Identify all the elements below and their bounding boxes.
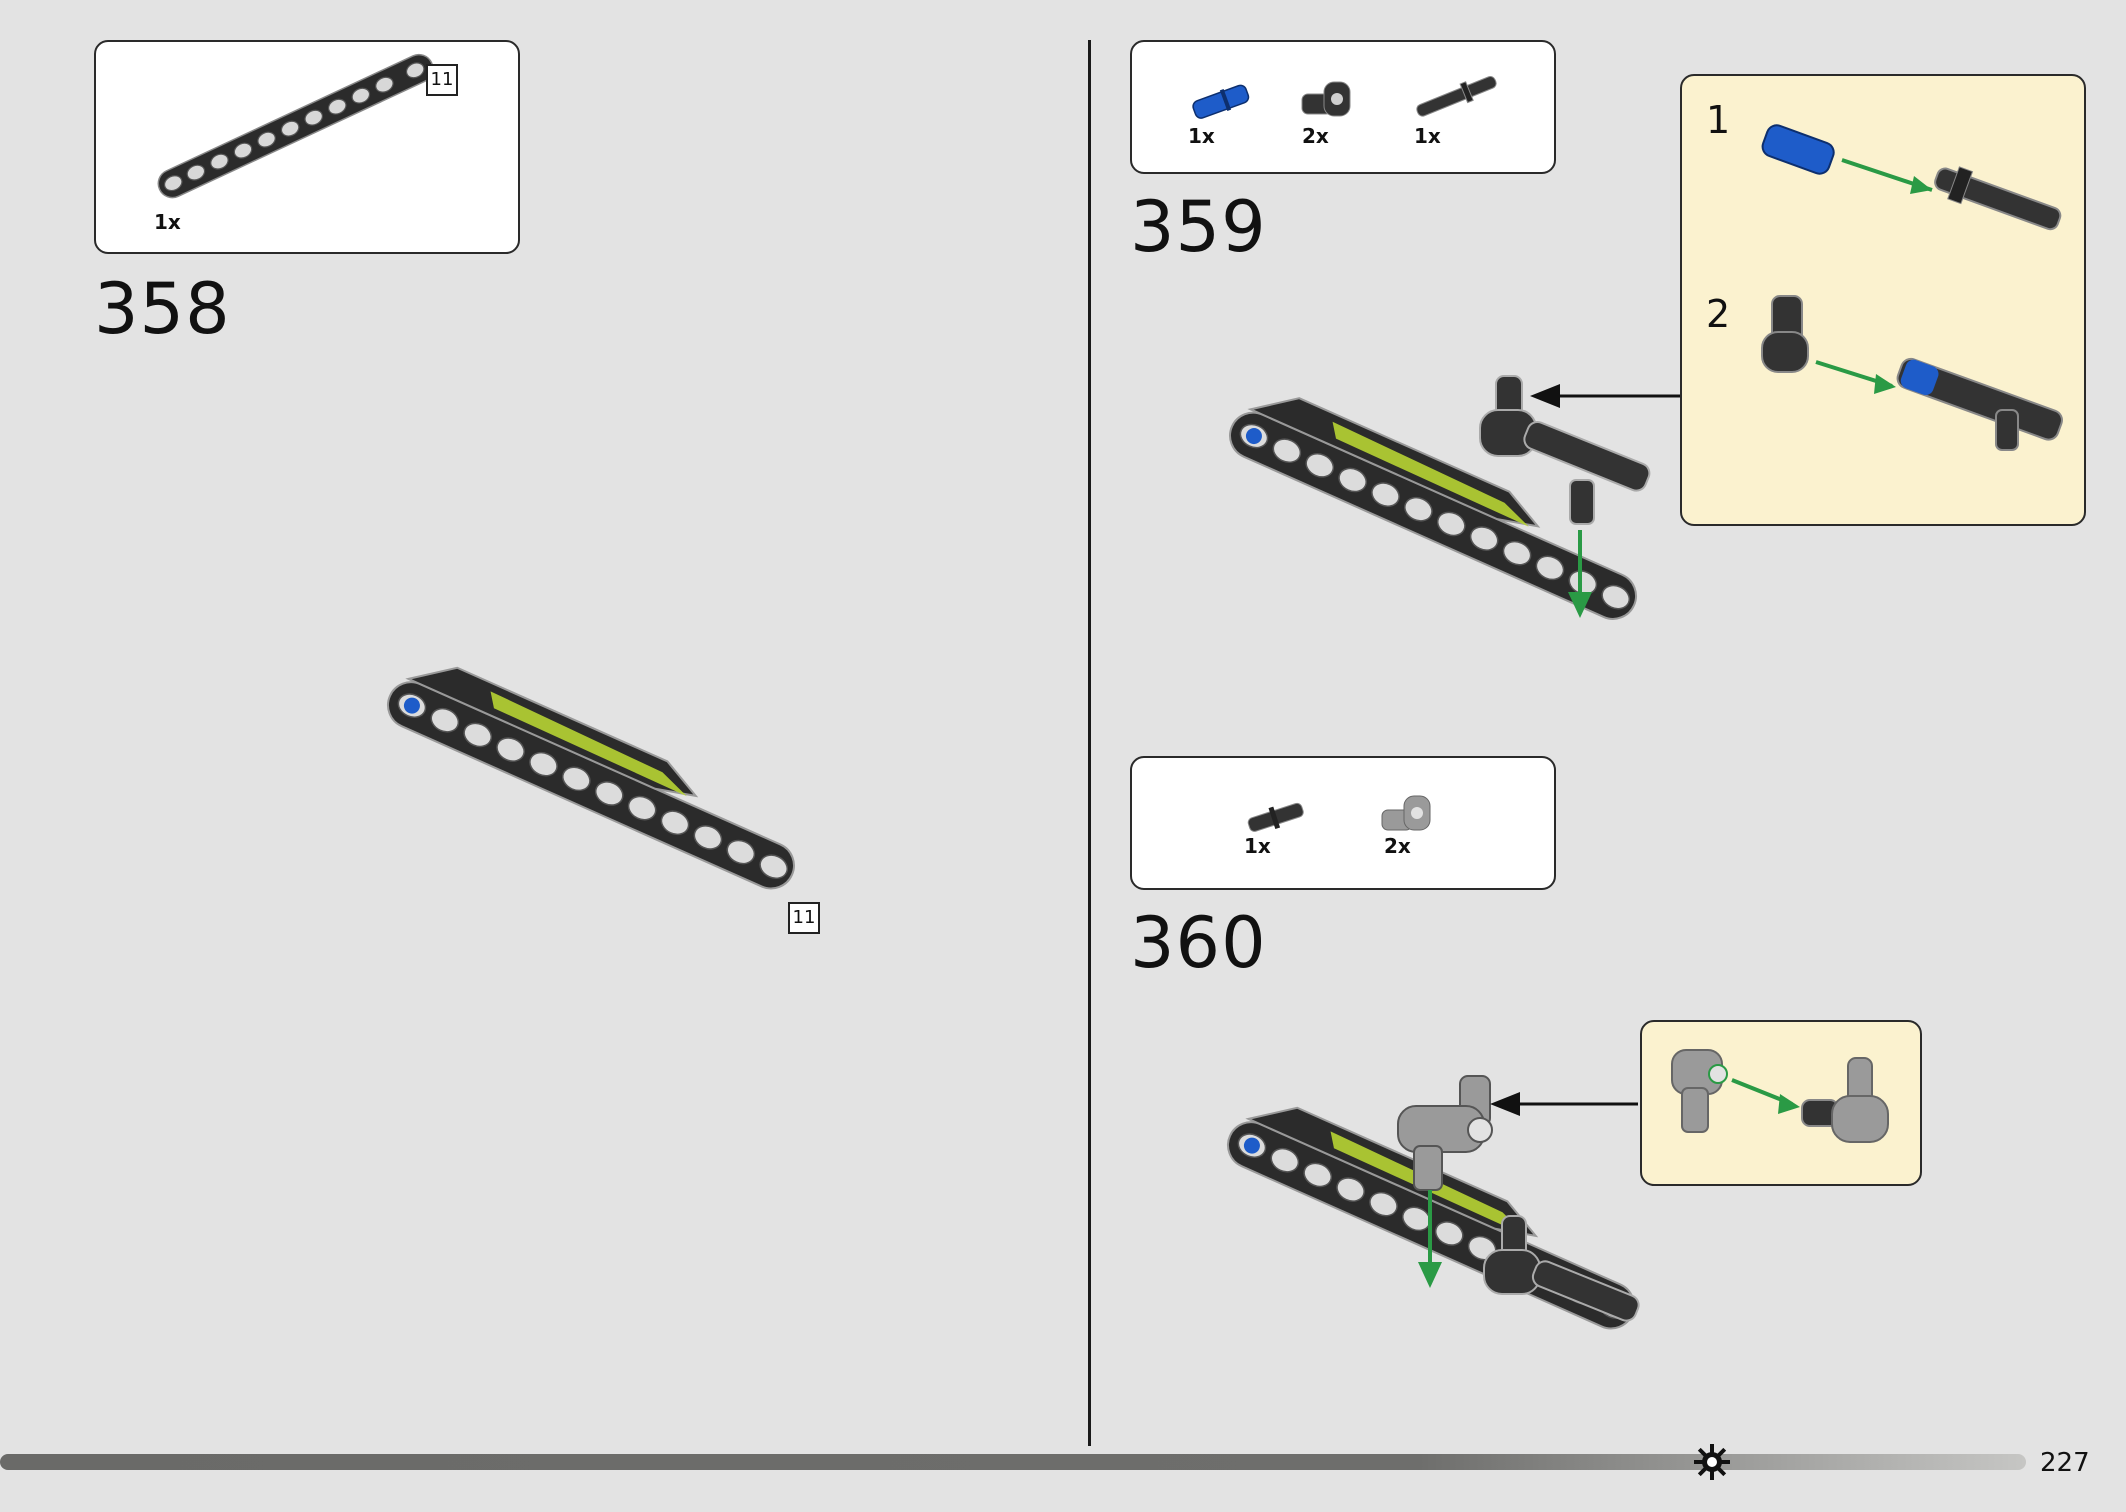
step-number-359: 359	[1130, 186, 1267, 268]
callout-360-illustration	[1671, 1049, 1889, 1143]
black-pin-axle-icon	[1247, 802, 1304, 832]
sub-assembly-359	[1479, 375, 1651, 525]
substep-number: 1	[1706, 98, 1731, 142]
step-number-358: 358	[94, 268, 231, 350]
pin-connector-icon	[1301, 81, 1351, 117]
blue-axle-pin-icon	[1192, 84, 1250, 119]
page-divider	[1088, 40, 1091, 1446]
part-qty: 1x	[1188, 124, 1215, 148]
parts-box-358: 1x 11	[94, 40, 520, 254]
parts-box-360: 1x 2x	[1130, 756, 1556, 890]
assembly-arrows-360	[1418, 1092, 1638, 1288]
long-pin-axle-icon	[1416, 76, 1497, 117]
sub-assembly-callout-360	[1640, 1020, 1922, 1186]
substep-number: 2	[1706, 292, 1731, 336]
part-qty: 1x	[154, 210, 181, 234]
assembly-arrows-359	[1530, 384, 1680, 618]
substep-2-illustration	[1761, 295, 2063, 451]
beam-length-badge: 11	[426, 64, 458, 96]
page-progress-bar	[0, 1454, 2026, 1470]
part-qty: 2x	[1302, 124, 1329, 148]
parts-box-359: 1x 2x 1x	[1130, 40, 1556, 174]
beam-length-badge-model: 11	[788, 902, 820, 934]
black-connector-on-beam-360	[1483, 1215, 1640, 1322]
substep-1-illustration	[1761, 124, 2062, 231]
step-number-360: 360	[1130, 902, 1267, 984]
part-qty: 1x	[1244, 834, 1271, 858]
sub-assembly-callout-359: 1 2	[1680, 74, 2086, 526]
gray-pin-connector-icon	[1381, 795, 1431, 831]
liftarm-assembly-358	[387, 666, 795, 890]
beam-11-part-icon	[157, 53, 434, 199]
gear-icon	[1694, 1444, 1730, 1480]
liftarm-assembly-359	[1229, 397, 1637, 620]
page-number: 227	[2040, 1448, 2090, 1478]
gray-connector-assembly-360	[1397, 1075, 1493, 1191]
part-qty: 2x	[1384, 834, 1411, 858]
part-qty: 1x	[1414, 124, 1441, 148]
